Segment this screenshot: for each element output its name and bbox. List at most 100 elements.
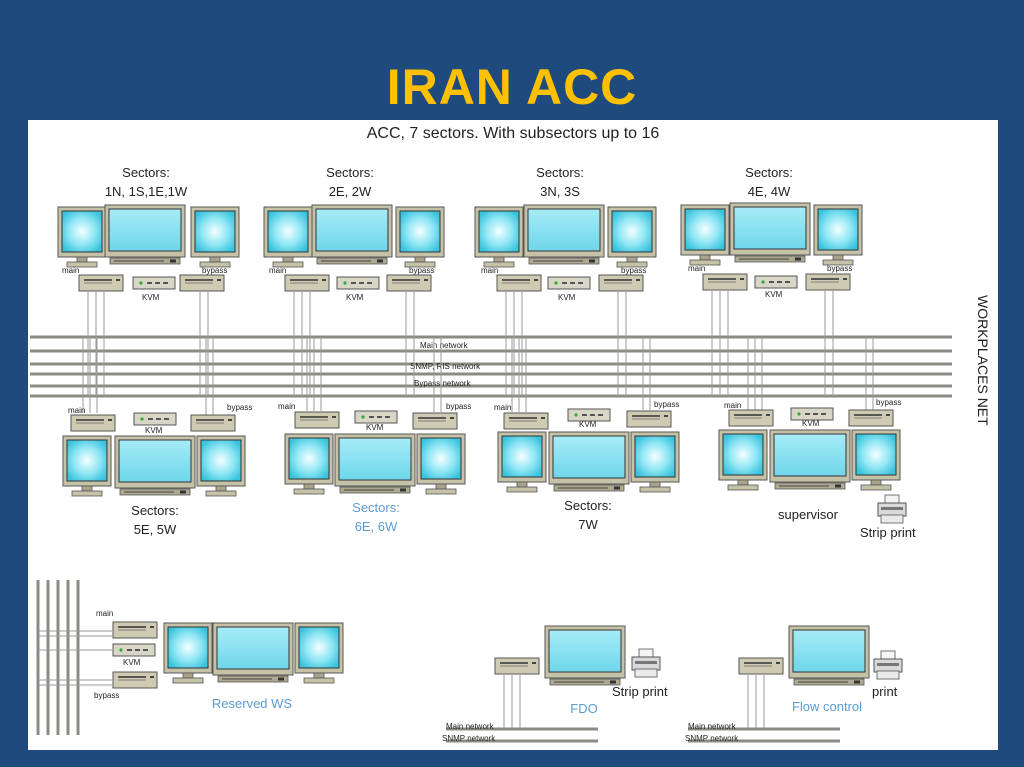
kvm-label: KVM (123, 658, 141, 667)
monitor-icon (284, 433, 334, 495)
main-server-icon (496, 274, 542, 292)
printer-icon (873, 650, 903, 680)
fdo-server-icon (494, 657, 540, 675)
sectors-list: 1N, 1S,1E,1W (105, 184, 188, 199)
bypass-label: bypass (827, 264, 852, 273)
kvm-switch-icon (354, 410, 398, 424)
kvm-label: KVM (346, 293, 364, 302)
network-label-snmp: SNMP network (685, 734, 739, 743)
bypass-label: bypass (446, 402, 471, 411)
print-label: print (872, 684, 898, 699)
sectors-list: 7W (578, 517, 598, 532)
bypass-server-icon (179, 274, 225, 292)
main-label: main (494, 403, 511, 412)
bypass-label: bypass (202, 266, 227, 275)
fdo-workstation: Strip print FDO Main network SNMP networ… (442, 625, 668, 743)
bottom-workstation-group-2: main bypass KVM Sectors: 6E, 6W (278, 337, 471, 534)
main-label: main (278, 402, 295, 411)
kvm-switch-icon (133, 412, 177, 426)
main-server-icon (294, 411, 340, 429)
sectors-list: 5E, 5W (134, 522, 177, 537)
main-server-icon (503, 412, 549, 430)
monitor-icon (190, 206, 240, 268)
fdo-display-icon (544, 625, 626, 686)
diagram-subtitle: ACC, 7 sectors. With subsectors up to 16 (367, 125, 660, 142)
network-label-main: Main network (688, 722, 737, 731)
monitor-icon (474, 206, 524, 268)
bypass-label: bypass (409, 266, 434, 275)
supervisor-label: supervisor (778, 507, 839, 522)
kvm-switch-icon (547, 276, 591, 290)
main-label: main (269, 266, 286, 275)
flow-control-label: Flow control (792, 699, 862, 714)
flow-control-workstation: print Flow control Main network SNMP net… (685, 625, 903, 743)
bypass-label: bypass (654, 400, 679, 409)
monitor-icon (416, 433, 466, 495)
sectors-list: 2E, 2W (329, 184, 372, 199)
kvm-label: KVM (366, 423, 384, 432)
radar-display-icon (334, 433, 416, 494)
bottom-workstation-group-3: main bypass KVM Sectors: 7W (494, 337, 680, 532)
monitor-icon (196, 435, 246, 497)
flow-server-icon (738, 657, 784, 675)
bypass-label: bypass (876, 398, 901, 407)
main-label: main (481, 266, 498, 275)
network-bus: Main network SNMP, RIS network Bypass ne… (30, 335, 952, 398)
bottom-workstation-group-1: main bypass KVM Sectors: 5E, 5W (62, 337, 252, 537)
top-workstation-group-3: Sectors: 3N, 3S main bypass KVM (474, 165, 657, 396)
bypass-label: bypass (621, 266, 646, 275)
kvm-label: KVM (558, 293, 576, 302)
monitor-icon (630, 431, 680, 493)
network-label-snmp: SNMP, RIS network (410, 362, 481, 371)
sectors-label: Sectors: (122, 165, 170, 180)
monitor-icon (294, 622, 344, 684)
bypass-server-icon (848, 409, 894, 427)
main-label: main (62, 266, 79, 275)
top-workstation-group-4: Sectors: 4E, 4W main bypass KVM (680, 165, 863, 396)
kvm-switch-icon (336, 276, 380, 290)
workplaces-net-label: WORKPLACES NET (975, 295, 991, 426)
kvm-switch-icon (754, 275, 798, 289)
main-server-icon (70, 414, 116, 432)
main-label: main (96, 609, 113, 618)
main-server-icon (702, 273, 748, 291)
bypass-server-icon (805, 273, 851, 291)
bypass-server-icon (598, 274, 644, 292)
sectors-label: Sectors: (564, 498, 612, 513)
bottom-workstation-group-supervisor: main bypass KVM supervisor Strip print (718, 337, 916, 540)
flow-display-icon (788, 625, 870, 686)
printer-icon (877, 494, 907, 524)
kvm-switch-icon (132, 276, 176, 290)
radar-display-icon (114, 435, 196, 496)
monitor-icon (497, 431, 547, 493)
radar-display-icon (769, 429, 851, 490)
monitor-icon (851, 429, 901, 491)
network-label-snmp: SNMP network (442, 734, 496, 743)
sectors-label: Sectors: (352, 500, 400, 515)
sectors-list: 4E, 4W (748, 184, 791, 199)
strip-print-label: Strip print (612, 684, 668, 699)
top-workstation-group-2: Sectors: 2E, 2W main bypass KVM (263, 165, 445, 396)
reserved-ws-label: Reserved WS (212, 696, 293, 711)
kvm-switch-icon (112, 643, 156, 657)
kvm-label: KVM (142, 293, 160, 302)
reserved-workstation: main KVM bypass Reserved WS (36, 580, 344, 735)
main-server-icon (728, 409, 774, 427)
kvm-label: KVM (802, 419, 820, 428)
monitor-icon (680, 204, 730, 266)
top-workstation-group-1: Sectors: 1N, 1S,1E,1W main bypass KVM (57, 165, 240, 396)
printer-icon (631, 648, 661, 678)
monitor-icon (263, 206, 313, 268)
radar-display-icon (548, 431, 630, 492)
bypass-server-icon (386, 274, 432, 292)
radar-display-icon (729, 202, 811, 263)
radar-display-icon (104, 204, 186, 265)
main-server-icon (112, 621, 158, 639)
diagram-canvas: ACC, 7 sectors. With subsectors up to 16… (28, 120, 998, 750)
kvm-label: KVM (145, 426, 163, 435)
monitor-icon (57, 206, 107, 268)
strip-print-label: Strip print (860, 525, 916, 540)
main-label: main (724, 401, 741, 410)
main-label: main (68, 406, 85, 415)
bypass-server-icon (626, 410, 672, 428)
